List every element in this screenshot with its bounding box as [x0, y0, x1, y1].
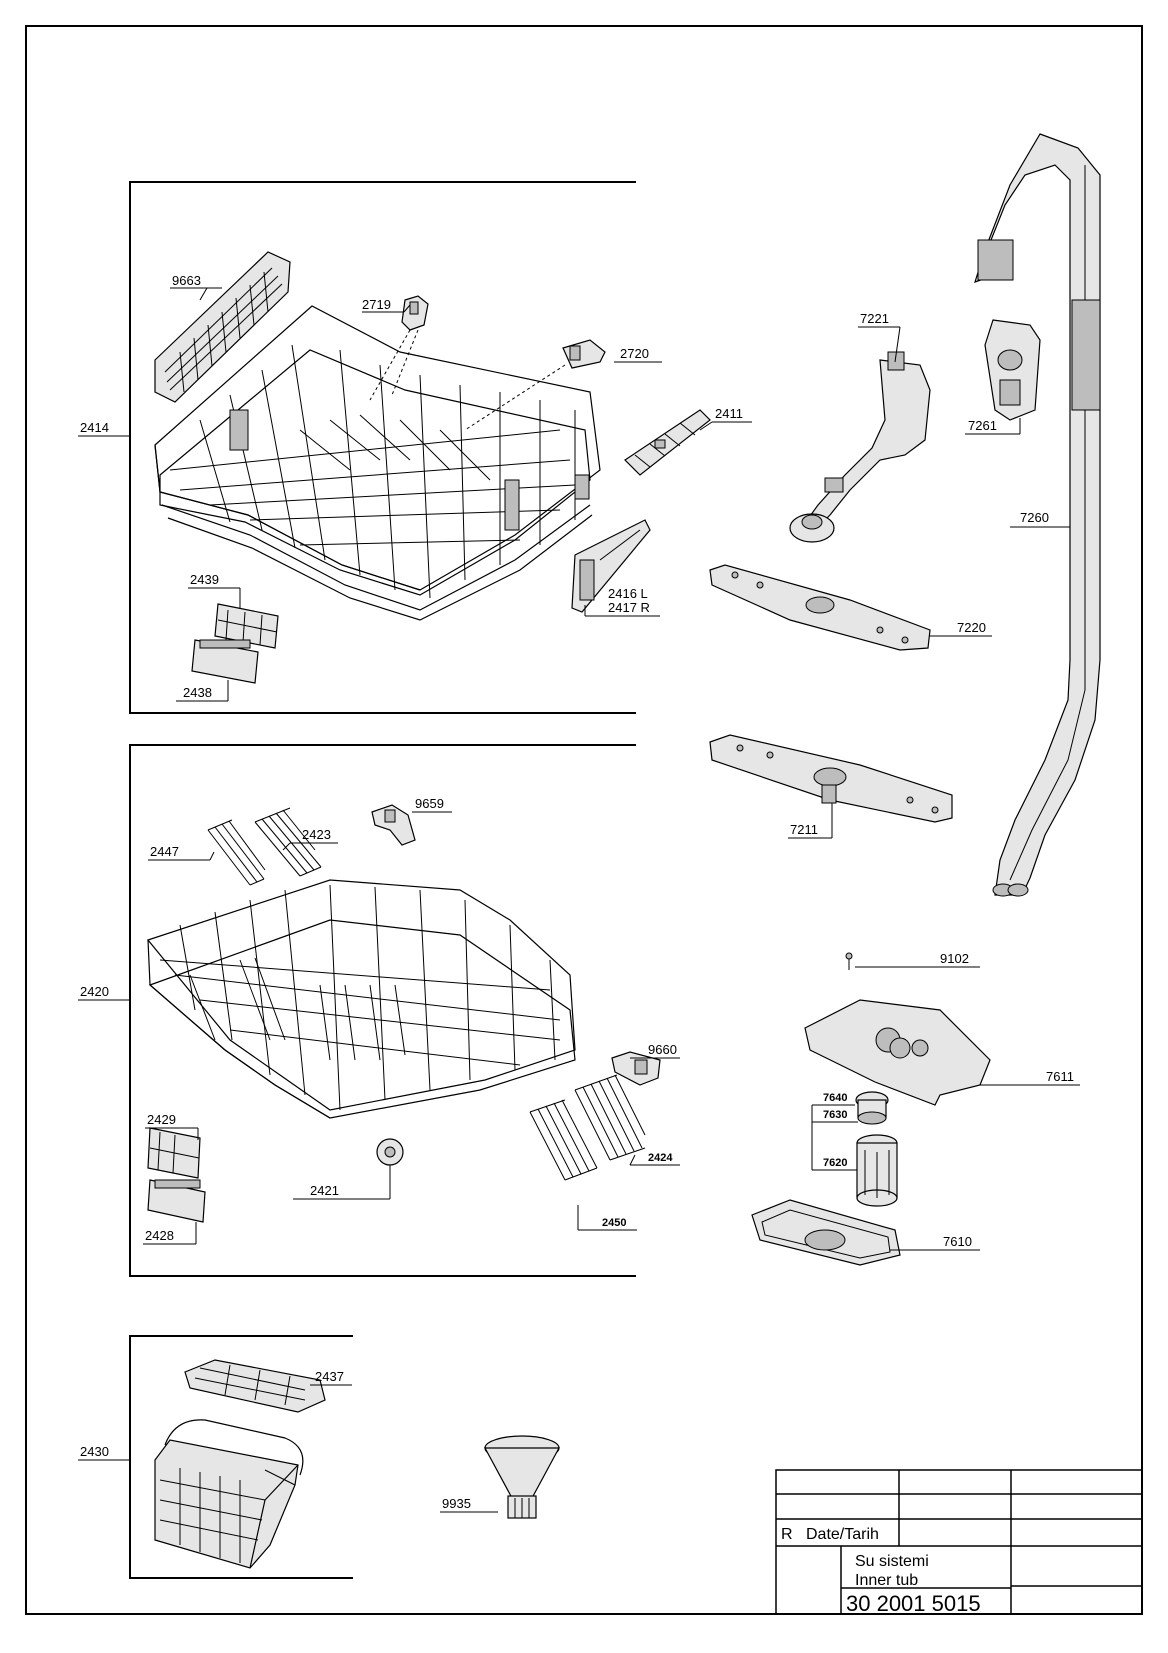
clip-9659: [371, 804, 416, 846]
clip-2719: [369, 295, 429, 401]
clip-9660: [611, 1051, 661, 1086]
lower-basket-2420: [146, 879, 576, 1119]
upper-basket-2414: [154, 305, 601, 621]
label-7630: 7630: [823, 1109, 847, 1121]
label-7220: 7220: [957, 620, 986, 635]
wheel-2421: [376, 1138, 404, 1166]
drawing-number: 30 2001 5015: [846, 1591, 981, 1616]
label-2437: 2437: [315, 1369, 344, 1384]
rail-2411: [624, 409, 711, 476]
label-2414: 2414: [80, 420, 109, 435]
spray-pipe-7221: [789, 351, 931, 543]
label-7221: 7221: [860, 311, 889, 326]
spray-arm-7211: [709, 734, 953, 823]
funnel-9935: [483, 1435, 561, 1519]
label-9660: 9660: [648, 1042, 677, 1057]
label-2424: 2424: [648, 1152, 673, 1164]
label-2429: 2429: [147, 1112, 176, 1127]
tine-row-2423: [254, 807, 322, 877]
tine-row-2424: [574, 1074, 646, 1161]
tine-row-2450: [529, 1099, 598, 1181]
filter-7620: [856, 1134, 898, 1207]
label-2438: 2438: [183, 685, 212, 700]
label-2421: 2421: [310, 1183, 339, 1198]
label-2417: 2417 R: [608, 600, 650, 615]
basket-lid-2437: [184, 1359, 326, 1413]
label-2416: 2416 L: [608, 586, 648, 601]
label-9659: 9659: [415, 796, 444, 811]
label-2411: 2411: [715, 406, 743, 421]
spray-arm-7220: [709, 564, 931, 651]
label-2423: 2423: [302, 827, 331, 842]
label-7211: 7211: [790, 822, 818, 837]
label-7261: 7261: [968, 418, 997, 433]
part-7261: [984, 319, 1041, 421]
label-2428: 2428: [145, 1228, 174, 1243]
leader-lines: [78, 287, 1080, 1513]
clip-2428: [147, 1179, 206, 1223]
label-2447: 2447: [150, 844, 179, 859]
label-2430: 2430: [80, 1444, 109, 1459]
label-7611: 7611: [1046, 1069, 1074, 1084]
label-2439: 2439: [190, 572, 219, 587]
clip-2438: [191, 639, 259, 684]
revision-label: R: [781, 1526, 793, 1543]
part-number-labels: 9663 2719 2720 2411 2414 2439 2438 2416 …: [80, 273, 1074, 1511]
rail-guide-2416-2417: [571, 519, 651, 613]
label-9663: 9663: [172, 273, 201, 288]
label-2420: 2420: [80, 984, 109, 999]
clip-2429: [147, 1127, 201, 1179]
upper-basket-group-frame: [129, 181, 636, 714]
pipe-7260: [974, 133, 1101, 897]
label-2450: 2450: [602, 1217, 626, 1229]
filter-head-7630: [855, 1091, 889, 1125]
label-7610: 7610: [943, 1234, 972, 1249]
label-2719: 2719: [362, 297, 391, 312]
screw-9102: [845, 952, 853, 970]
tray-flap-9663: [154, 251, 291, 403]
lower-basket-group-frame: [129, 744, 636, 1277]
clip-2439: [214, 603, 279, 649]
tine-row-2447: [207, 819, 266, 886]
label-9102: 9102: [940, 951, 969, 966]
filter-cover-7611: [804, 999, 991, 1106]
drawing-border: [25, 25, 1143, 1615]
cutlery-basket-2430: [154, 1419, 304, 1569]
label-7620: 7620: [823, 1157, 847, 1169]
date-label: Date/Tarih: [806, 1526, 879, 1543]
clip-2720: [464, 339, 606, 431]
label-7640: 7640: [823, 1092, 847, 1104]
label-7260: 7260: [1020, 510, 1049, 525]
title-block: R Date/Tarih Su sistemi Inner tub 30 200…: [775, 1469, 1143, 1616]
microfilter-7610: [751, 1199, 901, 1266]
cutlery-group-frame: [129, 1335, 353, 1579]
drawing-title-tr: Su sistemi: [855, 1553, 929, 1570]
drawing-title-en: Inner tub: [855, 1572, 918, 1589]
label-2720: 2720: [620, 346, 649, 361]
label-9935: 9935: [442, 1496, 471, 1511]
